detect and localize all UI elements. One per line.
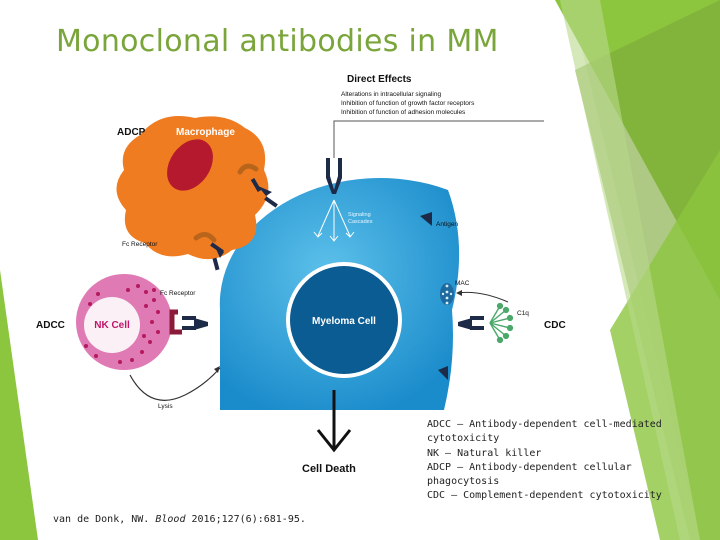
direct-effects-callout: Direct Effects Alterations in intracellu… [333,74,544,158]
fc-receptor-nk [169,309,182,335]
lysis-arrow [129,367,221,401]
fc-receptor-nk-label: Fc Receptor [160,290,196,297]
mac-complex [440,283,454,305]
cdc-label: CDC [544,320,566,331]
macrophage-label: Macrophage [176,127,235,138]
legend-line-4: ADCP – Antibody-dependent cellular [427,461,632,473]
antibody-macrophage-2 [210,242,224,271]
nk-cell-label: NK Cell [94,320,130,331]
antibody-macrophage-1 [250,177,278,208]
nk-granules [84,284,160,364]
mac-arrowhead [456,290,462,296]
legend-line-1: ADCC – Antibody-dependent cell-mediated [427,419,662,430]
antigen-marker-lower [438,366,448,380]
direct-effects-heading: Direct Effects [347,74,412,85]
fc-receptor-macrophage-label: Fc Receptor [122,241,158,248]
lysis-arrowhead [214,366,220,373]
fc-receptor-macrophage-1 [237,163,259,175]
macrophage-nucleus [167,139,213,191]
slide-title: Monoclonal antibodies in MM [56,24,499,59]
abbreviation-legend: ADCC – Antibody-dependent cell-mediated … [427,418,677,504]
lysis-label: Lysis [158,403,173,410]
citation-journal: Blood [155,514,186,525]
signaling-label-line-2: Cascades [348,219,373,225]
signaling-cascade-arrows [313,199,355,242]
mac-label: MAC [455,280,470,287]
antibody-top [326,158,342,194]
citation-details: 2016;127(6):681-95. [191,514,306,525]
mac-arrow [457,291,509,303]
citation-authors: van de Donk, NW. [53,514,150,525]
adcc-label: ADCC [36,320,65,331]
legend-line-5: phagocytosis [427,476,500,488]
legend-line-6: CDC – Complement-dependent cytotoxicity [427,490,662,502]
nk-nucleus [84,297,140,353]
cell-death-arrow [316,390,352,453]
c1q-complex [489,302,514,344]
direct-effects-line-1: Alterations in intracellular signaling [341,91,441,98]
legend-line-3: NK – Natural killer [427,447,542,459]
myeloma-nucleus [286,262,402,378]
direct-effects-connector [333,120,544,158]
adcp-label: ADCP [117,127,146,138]
c1q-label: C1q [517,310,529,317]
antibody-cdc [458,316,484,330]
direct-effects-line-3: Inhibition of function of adhesion molec… [341,109,466,116]
cell-death-label: Cell Death [302,463,356,475]
fc-receptor-macrophage-2 [193,232,217,243]
antigen-marker [420,212,432,226]
signaling-label-line-1: Signaling [348,212,371,218]
myeloma-cell-label: Myeloma Cell [312,316,376,327]
citation: van de Donk, NW. Blood 2016;127(6):681-9… [53,514,306,525]
legend-line-2: cytotoxicity [427,433,500,445]
antibody-nk [182,316,208,330]
antigen-label: Antigen [436,221,458,228]
direct-effects-line-2: Inhibition of function of growth factor … [341,100,475,107]
